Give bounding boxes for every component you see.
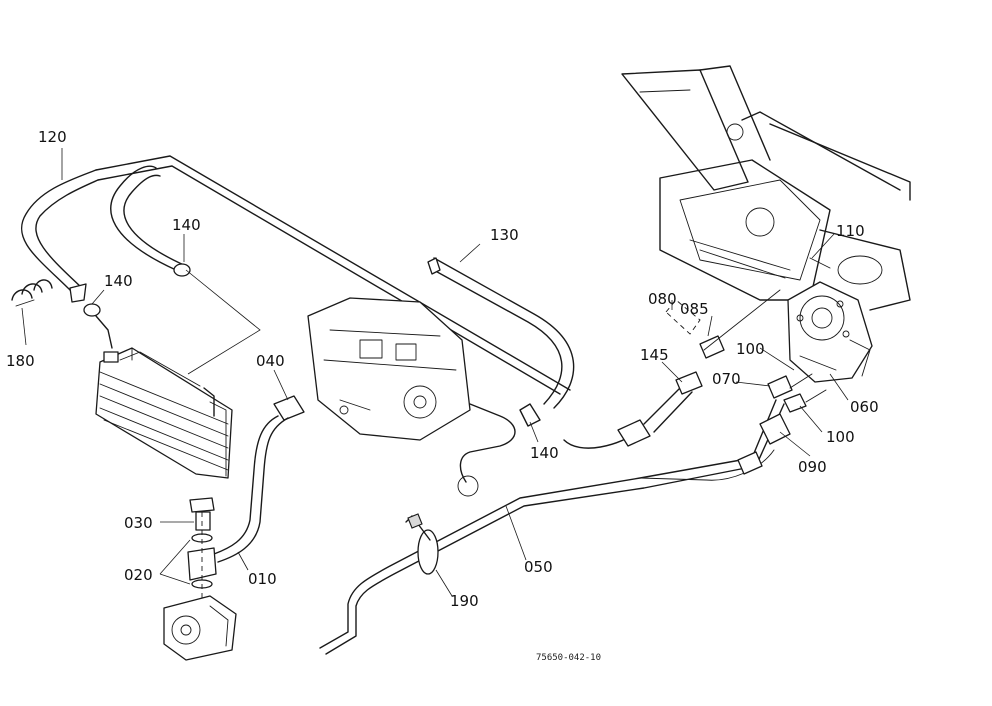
callout-020: 020	[124, 566, 153, 584]
callout-040: 040	[256, 352, 285, 370]
transmission-unit	[307, 297, 516, 497]
callout-140-left: 140	[104, 272, 133, 290]
clips-180	[11, 279, 53, 307]
bolt-030-and-washers-020	[163, 497, 237, 661]
clamp-190	[405, 513, 439, 575]
callout-030: 030	[124, 514, 153, 532]
hose-130	[110, 165, 575, 427]
callout-090: 090	[798, 458, 827, 476]
hose-clamps-140	[83, 263, 191, 349]
return-line-145	[563, 289, 781, 449]
callout-110: 110	[836, 222, 865, 240]
callout-060: 060	[850, 398, 879, 416]
callout-145: 145	[640, 346, 669, 364]
callout-180: 180	[6, 352, 35, 370]
callout-130: 130	[490, 226, 519, 244]
callout-050: 050	[524, 558, 553, 576]
callouts: 120 140 140 180 040 030 020 010 130 140 …	[6, 128, 879, 610]
pipe-010-with-fitting-040	[213, 395, 305, 563]
pump-fittings	[737, 373, 827, 475]
callout-100-upper: 100	[736, 340, 765, 358]
frame-steering-column	[621, 65, 911, 311]
drawing-code: 75650-042-10	[536, 653, 601, 663]
callout-010: 010	[248, 570, 277, 588]
callout-140-center: 140	[530, 444, 559, 462]
callout-070: 070	[712, 370, 741, 388]
callout-190: 190	[450, 592, 479, 610]
callout-120: 120	[38, 128, 67, 146]
callout-100-lower: 100	[826, 428, 855, 446]
callout-140-upper: 140	[172, 216, 201, 234]
pipe-050	[319, 399, 785, 655]
steering-pump-060	[787, 281, 873, 383]
leader-lines	[21, 148, 849, 597]
callout-085: 085	[680, 300, 709, 318]
oil-cooler	[95, 347, 233, 479]
callout-080: 080	[648, 290, 677, 308]
